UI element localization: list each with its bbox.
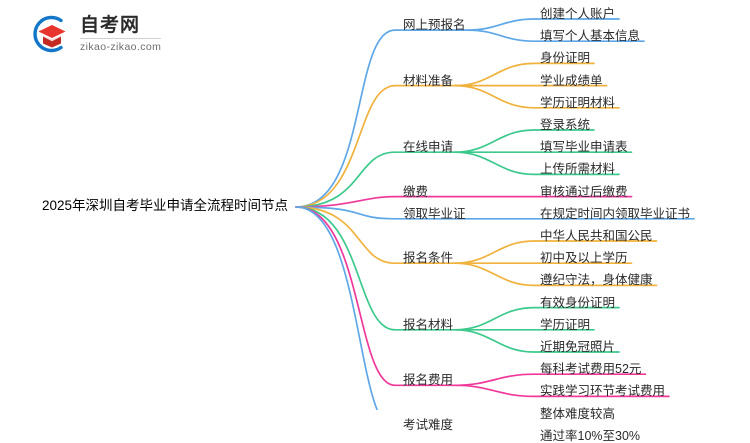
mindmap-node-level1[interactable]: 材料准备 bbox=[403, 73, 454, 88]
mindmap-branch-line bbox=[295, 206, 456, 265]
mindmap-node-level1[interactable]: 领取毕业证 bbox=[403, 206, 466, 221]
mindmap-node-level2[interactable]: 审核通过后缴费 bbox=[540, 184, 628, 199]
mindmap-node-level2[interactable]: 登录系统 bbox=[540, 118, 591, 132]
mindmap-branch-line bbox=[454, 384, 670, 398]
mindmap-branch-line bbox=[466, 29, 645, 43]
mindmap-node-level2[interactable]: 有效身份证明 bbox=[540, 295, 616, 310]
mindmap-branch-line bbox=[295, 206, 456, 387]
mindmap-node-level2[interactable]: 遵纪守法，身体健康 bbox=[540, 273, 653, 288]
mindmap-branch-line bbox=[454, 151, 620, 176]
mindmap-node-level2[interactable]: 中华人民共和国公民 bbox=[540, 229, 653, 243]
mindmap-branch-line bbox=[295, 206, 456, 331]
mindmap-root-node[interactable]: 2025年深圳自考毕业申请全流程时间节点 bbox=[42, 198, 289, 213]
mindmap-branch-line bbox=[454, 373, 647, 387]
mindmap-node-level2[interactable]: 填写毕业申请表 bbox=[540, 140, 628, 155]
mindmap-node-level1[interactable]: 缴费 bbox=[403, 184, 429, 199]
mindmap-node-level2[interactable]: 实践学习环节考试费用 bbox=[540, 384, 666, 399]
mindmap-branch-line bbox=[454, 84, 620, 109]
mindmap-node-level1[interactable]: 考试难度 bbox=[403, 417, 454, 432]
graduation-cap-logo-icon bbox=[33, 15, 66, 53]
mindmap-node-level1[interactable]: 在线申请 bbox=[403, 140, 454, 155]
mindmap-branch-line bbox=[295, 151, 456, 208]
mindmap-node-level1[interactable]: 网上预报名 bbox=[403, 18, 466, 33]
mindmap-branch-line bbox=[454, 129, 595, 154]
mindmap-node-level2[interactable]: 通过率10%至30% bbox=[540, 428, 641, 443]
mindmap-connector-lines bbox=[295, 18, 695, 410]
mindmap-node-level2[interactable]: 每科考试费用52元 bbox=[540, 362, 642, 377]
logo-wordmark: 自考网 zikao-zikao.com bbox=[80, 16, 162, 53]
mindmap-node-level1[interactable]: 报名条件 bbox=[403, 251, 454, 266]
mindmap-node-level2[interactable]: 学历证明材料 bbox=[540, 95, 616, 110]
mindmap-canvas: 2025年深圳自考毕业申请全流程时间节点 网上预报名 创建个人账户填写个人基本信息材… bbox=[42, 7, 695, 442]
mindmap-branch-line bbox=[454, 240, 658, 265]
mindmap-node-level2[interactable]: 身份证明 bbox=[540, 51, 591, 66]
mindmap-branch-line bbox=[454, 62, 595, 87]
mindmap-branch-line bbox=[295, 206, 379, 410]
logo-brand-domain: zikao-zikao.com bbox=[80, 40, 162, 53]
mindmap-branch-line bbox=[454, 306, 620, 331]
logo-brand-name: 自考网 bbox=[80, 16, 162, 39]
mindmap-branch-line bbox=[454, 328, 620, 353]
mindmap-node-level2[interactable]: 学业成绩单 bbox=[540, 73, 603, 88]
mindmap-node-level2[interactable]: 创建个人账户 bbox=[540, 7, 616, 21]
site-logo: 自考网 zikao-zikao.com bbox=[28, 10, 162, 58]
mindmap-node-level2[interactable]: 初中及以上学历 bbox=[540, 251, 628, 266]
mindmap-branch-line bbox=[454, 262, 658, 287]
mindmap-node-level2[interactable]: 上传所需材料 bbox=[540, 162, 616, 177]
mindmap-node-level2[interactable]: 近期免冠照片 bbox=[540, 340, 616, 354]
mindmap-node-level2[interactable]: 学历证明 bbox=[540, 317, 591, 332]
mindmap-branch-line bbox=[295, 84, 456, 208]
mindmap-branch-line bbox=[295, 206, 469, 220]
mindmap-node-level1[interactable]: 报名费用 bbox=[403, 373, 454, 388]
mindmap-branch-line bbox=[466, 18, 620, 31]
mindmap-node-level1[interactable]: 报名材料 bbox=[403, 317, 454, 332]
mindmap-branch-line bbox=[295, 29, 469, 208]
mindmap-node-level2[interactable]: 填写个人基本信息 bbox=[540, 29, 641, 44]
mindmap-node-level2[interactable]: 整体难度较高 bbox=[540, 406, 616, 421]
mindmap-node-level2[interactable]: 在规定时间内领取毕业证书 bbox=[540, 206, 691, 221]
